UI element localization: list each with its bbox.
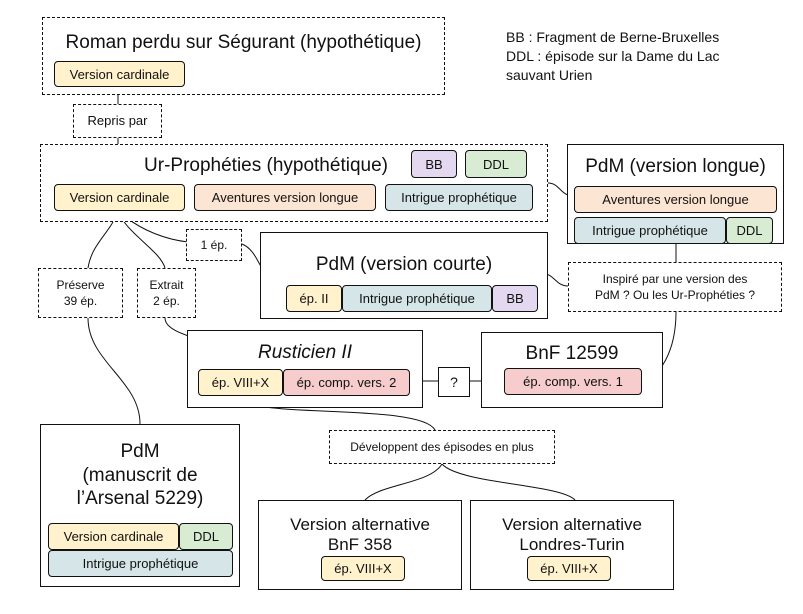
preserve-count: 39 ép. bbox=[63, 294, 98, 308]
legend-line-ddl: DDL : épisode sur la Dame du Lac bbox=[506, 48, 720, 64]
pdm-longue-ddl-pill: DDL bbox=[726, 217, 773, 244]
ur-bb-pill: BB bbox=[411, 150, 457, 178]
bnf12599-box: BnF 12599 ép. comp. vers. 1 bbox=[481, 332, 663, 408]
pdm-courte-ep2-pill: ép. II bbox=[286, 285, 342, 312]
arsenal-title-line2: (manuscrit de bbox=[82, 465, 198, 486]
londres-turin-title-line1: Version alternative bbox=[502, 515, 642, 534]
repris-par-note: Repris par bbox=[73, 104, 162, 138]
londres-turin-box: Version alternative Londres-Turin ép. VI… bbox=[470, 500, 674, 590]
extrait-count: 2 ép. bbox=[153, 294, 180, 308]
bnf358-ep-pill: ép. VIII+X bbox=[321, 556, 405, 581]
developpent-note: Développent des épisodes en plus bbox=[329, 430, 555, 464]
legend-line-bb: BB : Fragment de Berne-Bruxelles bbox=[506, 29, 720, 45]
bnf358-title-line1: Version alternative bbox=[290, 515, 430, 534]
ur-intrigue-pill: Intrigue prophétique bbox=[385, 184, 533, 211]
rusticien-box: Rusticien II ép. VIII+X ép. comp. vers. … bbox=[187, 330, 423, 408]
roman-perdu-box: Roman perdu sur Ségurant (hypothétique) … bbox=[42, 17, 445, 95]
ur-aventures-pill: Aventures version longue bbox=[194, 184, 376, 211]
bnf358-title-line2: BnF 358 bbox=[327, 535, 393, 554]
one-episode-note: 1 ép. bbox=[186, 229, 242, 261]
pdm-courte-intrigue-pill: Intrigue prophétique bbox=[342, 285, 492, 312]
rusticien-ep-comp-pill: ép. comp. vers. 2 bbox=[283, 369, 410, 396]
arsenal-ddl-pill: DDL bbox=[179, 523, 233, 550]
bnf12599-ep-comp-pill: ép. comp. vers. 1 bbox=[504, 368, 642, 395]
pdm-longue-title: PdM (version longue) bbox=[585, 156, 766, 177]
pdm-courte-title: PdM (version courte) bbox=[315, 254, 493, 275]
arsenal-title-line3: l’Arsenal 5229) bbox=[76, 488, 204, 509]
preserve-note: Préserve 39 ép. bbox=[38, 268, 123, 318]
londres-turin-title-line2: Londres-Turin bbox=[519, 535, 625, 554]
arsenal-version-cardinale-pill: Version cardinale bbox=[48, 523, 179, 550]
extrait-note: Extrait 2 ép. bbox=[137, 268, 196, 318]
rusticien-ep-pill: ép. VIII+X bbox=[198, 369, 283, 396]
inspire-note: Inspiré par une version des PdM ? Ou les… bbox=[568, 262, 782, 312]
rusticien-title: Rusticien II bbox=[258, 342, 352, 363]
pdm-courte-bb-pill: BB bbox=[492, 285, 538, 312]
legend-line-ddl-cont: sauvant Urien bbox=[506, 67, 593, 83]
arsenal-intrigue-pill: Intrigue prophétique bbox=[48, 550, 233, 577]
bnf12599-title: BnF 12599 bbox=[525, 343, 619, 364]
ur-propheties-box: Ur-Prophéties (hypothétique) BB DDL Vers… bbox=[40, 144, 548, 222]
ur-version-cardinale-pill: Version cardinale bbox=[54, 184, 185, 211]
question-box: ? bbox=[438, 367, 470, 397]
pdm-longue-aventures-pill: Aventures version longue bbox=[574, 186, 777, 213]
ur-propheties-title: Ur-Prophéties (hypothétique) bbox=[144, 155, 388, 176]
arsenal-title-line1: PdM bbox=[120, 441, 160, 462]
pdm-longue-box: PdM (version longue) Aventures version l… bbox=[567, 144, 784, 244]
legend: BB : Fragment de Berne-Bruxelles DDL : é… bbox=[506, 28, 786, 85]
extrait-label: Extrait bbox=[149, 278, 184, 292]
inspire-line1: Inspiré par une version des bbox=[602, 272, 748, 286]
pdm-longue-intrigue-pill: Intrigue prophétique bbox=[574, 217, 726, 244]
inspire-line2: PdM ? Ou les Ur-Prophéties ? bbox=[594, 288, 756, 302]
pdm-courte-box: PdM (version courte) ép. II Intrigue pro… bbox=[260, 232, 548, 319]
arsenal-box: PdM (manuscrit de l’Arsenal 5229) Versio… bbox=[40, 424, 240, 587]
bnf358-box: Version alternative BnF 358 ép. VIII+X bbox=[258, 500, 462, 590]
ur-ddl-pill: DDL bbox=[465, 150, 527, 178]
roman-version-cardinale-pill: Version cardinale bbox=[54, 61, 185, 87]
londres-turin-ep-pill: ép. VIII+X bbox=[527, 556, 611, 581]
roman-perdu-title: Roman perdu sur Ségurant (hypothétique) bbox=[65, 32, 422, 53]
preserve-label: Préserve bbox=[56, 278, 105, 292]
